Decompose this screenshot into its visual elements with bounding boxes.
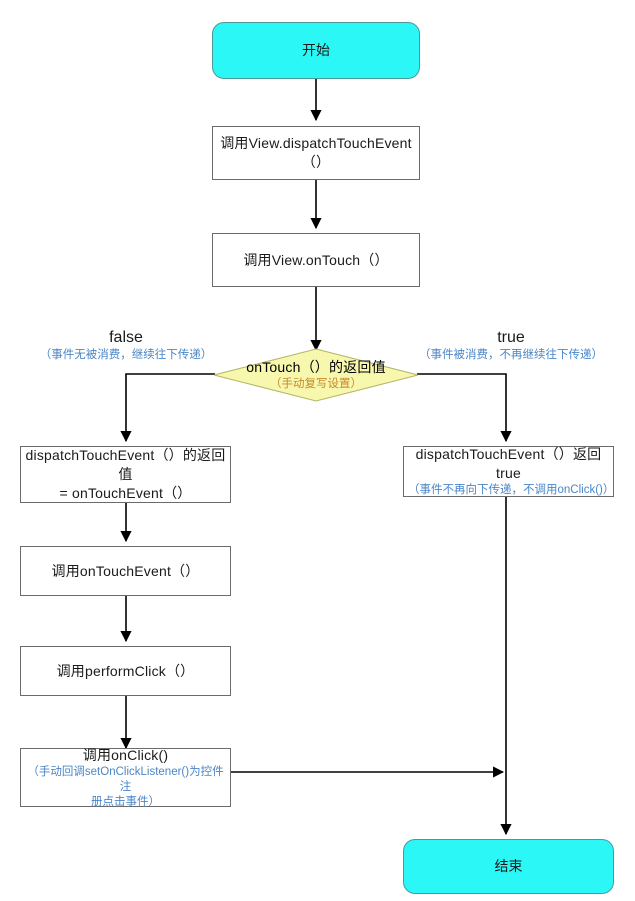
node-decision-note: （手动复写设置）	[270, 378, 362, 390]
node-start-label: 开始	[302, 42, 330, 58]
decision-label-wrap: onTouch（）的返回值 （手动复写设置）	[213, 348, 419, 402]
node-on-touch[interactable]: 调用View.onTouch（）	[212, 233, 420, 287]
node-on-touch-label: 调用View.onTouch（）	[243, 251, 389, 268]
node-start[interactable]: 开始	[212, 22, 420, 79]
node-dispatch-return-true[interactable]: dispatchTouchEvent（）返回true （事件不再向下传递，不调用…	[403, 446, 614, 497]
branch-label-true-text: true	[497, 329, 525, 346]
node-perform-click[interactable]: 调用performClick（）	[20, 646, 231, 696]
node-on-click-note: （手动回调setOnClickListener()为控件注 册点击事件）	[27, 765, 224, 808]
node-decision[interactable]: onTouch（）的返回值 （手动复写设置）	[213, 348, 419, 402]
node-end-label: 结束	[494, 858, 523, 874]
branch-label-false-note: （事件无被消费，继续往下传递）	[39, 349, 213, 361]
node-dispatch-touch-event-label: 调用View.dispatchTouchEvent（）	[220, 135, 412, 170]
branch-label-true-note: （事件被消费，不再继续往下传递）	[419, 349, 603, 361]
node-on-click[interactable]: 调用onClick() （手动回调setOnClickListener()为控件…	[20, 746, 231, 808]
node-dispatch-return-true-label: dispatchTouchEvent（）返回true	[415, 446, 602, 481]
branch-label-true: true （事件被消费，不再继续往下传递）	[396, 328, 626, 363]
node-dispatch-return-true-note: （事件不再向下传递，不调用onClick()）	[408, 484, 615, 496]
node-dispatch-touch-event[interactable]: 调用View.dispatchTouchEvent（）	[212, 126, 420, 180]
node-decision-label: onTouch（）的返回值	[246, 359, 386, 375]
connector-decision-true	[417, 373, 512, 443]
node-end[interactable]: 结束	[403, 839, 614, 894]
node-on-touch-event-label: 调用onTouchEvent（）	[51, 562, 200, 579]
node-on-click-label: 调用onClick()	[82, 746, 169, 763]
decision-shape	[213, 348, 419, 402]
connector-decision-false	[120, 373, 215, 443]
node-dispatch-return-value-label: dispatchTouchEvent（）的返回值 = onTouchEvent（…	[25, 447, 226, 501]
branch-label-false-text: false	[109, 329, 143, 346]
node-dispatch-return-value[interactable]: dispatchTouchEvent（）的返回值 = onTouchEvent（…	[20, 446, 231, 503]
node-perform-click-label: 调用performClick（）	[56, 662, 195, 679]
branch-label-false: false （事件无被消费，继续往下传递）	[10, 328, 242, 363]
node-on-touch-event[interactable]: 调用onTouchEvent（）	[20, 546, 231, 596]
